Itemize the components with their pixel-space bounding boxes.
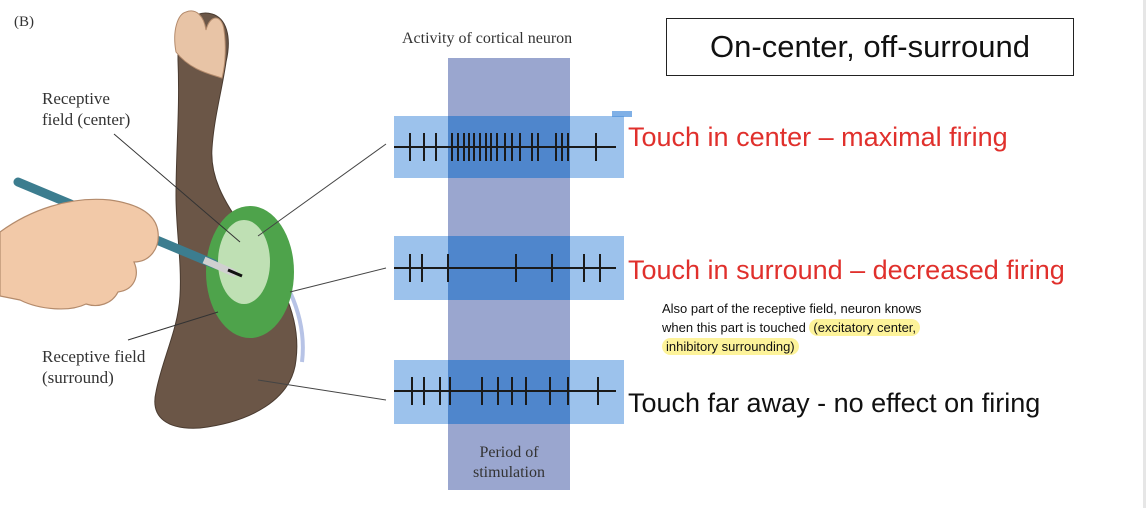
- label-center-line2: field (center): [42, 110, 131, 129]
- label-center-line1: Receptive: [42, 89, 110, 108]
- note-line3: inhibitory surrounding): [662, 337, 1022, 356]
- pointer-line-surround: [289, 267, 387, 293]
- spike-trace-far: [394, 360, 624, 424]
- leader-line-surround: [127, 311, 219, 341]
- period-line2: stimulation: [473, 464, 545, 481]
- spike-trace-surround: [394, 236, 624, 300]
- explanation-note: Also part of the receptive field, neuron…: [662, 299, 1022, 356]
- annotation-far: Touch far away - no effect on firing: [628, 388, 1041, 418]
- note-line1: Also part of the receptive field, neuron…: [662, 301, 922, 316]
- leader-line-center: [113, 133, 241, 243]
- hand-illustration: [174, 10, 226, 79]
- period-of-stimulation-label: Period of stimulation: [448, 443, 570, 483]
- note-highlight-excitatory: (excitatory center,: [809, 319, 921, 336]
- note-line2-plain: when this part is touched: [662, 320, 810, 335]
- label-receptive-field-surround: Receptive field (surround): [42, 346, 145, 388]
- panel-letter: (B): [14, 14, 34, 30]
- note-highlight-inhibitory: inhibitory surrounding): [662, 338, 799, 355]
- label-surround-line2: (surround): [42, 368, 114, 387]
- note-line2: when this part is touched (excitatory ce…: [662, 318, 1022, 337]
- activity-title: Activity of cortical neuron: [402, 30, 573, 47]
- pointer-line-far: [257, 379, 387, 401]
- probe-point: [227, 268, 243, 278]
- right-edge-border: [1143, 0, 1146, 508]
- pointer-line-center: [257, 143, 387, 237]
- annotation-surround: Touch in surround – decreased firing: [628, 255, 1065, 285]
- receptive-field-center: [218, 220, 270, 304]
- period-line1: Period of: [479, 444, 539, 461]
- slide-title: On-center, off-surround: [666, 18, 1074, 76]
- annotation-center: Touch in center – maximal firing: [628, 122, 1008, 152]
- label-receptive-field-center: Receptive field (center): [42, 88, 130, 130]
- holding-hand: [0, 198, 159, 310]
- label-surround-line1: Receptive field: [42, 347, 146, 366]
- trace-band-tab: [612, 111, 632, 117]
- spike-trace-center: [394, 116, 624, 178]
